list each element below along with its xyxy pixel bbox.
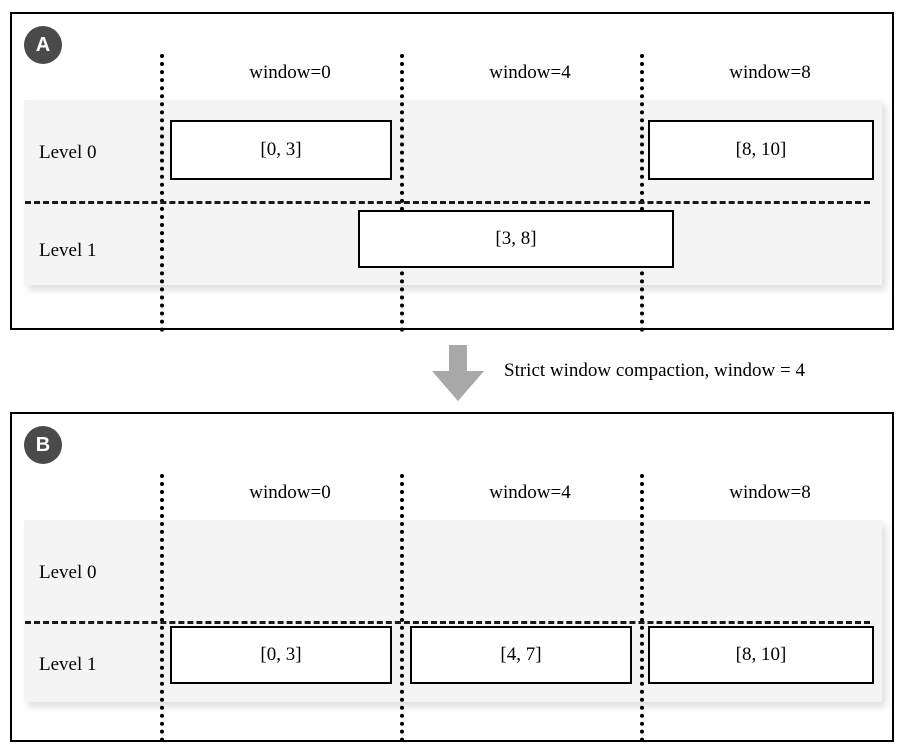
panel-b-column-header-window-0: window=0 — [249, 482, 331, 503]
panel-b-window-divider-0 — [160, 474, 164, 742]
panel-a-column-header-window-0: window=0 — [249, 62, 331, 83]
panel-b-interval-box-4-7[interactable]: [4, 7] — [410, 626, 632, 684]
panel-a-column-header-window-4: window=4 — [489, 62, 571, 83]
panel-b-interval-box-0-3[interactable]: [0, 3] — [170, 626, 392, 684]
panel-a-level-divider — [25, 201, 870, 204]
panel-b: B window=0 window=4 window=8 Level 0 Lev… — [10, 412, 894, 742]
panel-b-window-divider-2 — [640, 474, 644, 742]
panel-a-interval-box-3-8[interactable]: [3, 8] — [358, 210, 674, 268]
panel-a-window-divider-2 — [640, 54, 644, 332]
compaction-arrow — [428, 345, 488, 403]
panel-b-interval-box-8-10[interactable]: [8, 10] — [648, 626, 874, 684]
panel-b-level-divider — [25, 621, 870, 624]
panel-b-level-1-label: Level 1 — [39, 654, 97, 675]
panel-a-level-1-label: Level 1 — [39, 240, 97, 261]
panel-a-column-header-window-8: window=8 — [729, 62, 811, 83]
panel-b-window-divider-1 — [400, 474, 404, 742]
panel-a-window-divider-0 — [160, 54, 164, 332]
panel-a-badge: A — [24, 26, 62, 64]
panel-a-interval-box-0-3[interactable]: [0, 3] — [170, 120, 392, 180]
panel-b-column-header-window-8: window=8 — [729, 482, 811, 503]
panel-b-level-0-label: Level 0 — [39, 562, 97, 583]
transition-caption-label: Strict window compaction, window = 4 — [504, 360, 805, 381]
panel-b-column-header-window-4: window=4 — [489, 482, 571, 503]
down-arrow-icon — [432, 345, 484, 401]
panel-a: A window=0 window=4 window=8 Level 0 Lev… — [10, 12, 894, 332]
panel-b-badge: B — [24, 426, 62, 464]
panel-a-interval-box-8-10[interactable]: [8, 10] — [648, 120, 874, 180]
panel-a-level-0-label: Level 0 — [39, 142, 97, 163]
panel-a-window-divider-1 — [400, 54, 404, 332]
